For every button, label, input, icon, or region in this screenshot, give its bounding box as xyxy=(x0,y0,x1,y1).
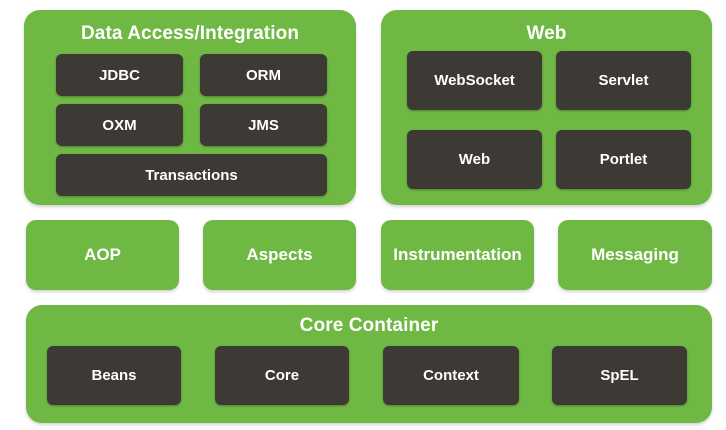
core-container-panel: Core Container Beans Core Context SpEL xyxy=(26,305,712,423)
web-module: Web xyxy=(407,130,542,189)
data-access-integration-panel: Data Access/Integration JDBC ORM OXM JMS… xyxy=(24,10,356,205)
jdbc-module: JDBC xyxy=(56,54,183,96)
web-title: Web xyxy=(526,23,567,44)
web-panel: Web WebSocket Servlet Web Portlet xyxy=(381,10,712,205)
context-module: Context xyxy=(383,346,519,405)
portlet-module: Portlet xyxy=(556,130,691,189)
core-container-title: Core Container xyxy=(299,315,439,336)
websocket-module: WebSocket xyxy=(407,51,542,110)
spel-module: SpEL xyxy=(552,346,687,405)
messaging-module: Messaging xyxy=(558,220,712,290)
oxm-module: OXM xyxy=(56,104,183,146)
core-module: Core xyxy=(215,346,349,405)
transactions-module: Transactions xyxy=(56,154,327,196)
orm-module: ORM xyxy=(200,54,327,96)
jms-module: JMS xyxy=(200,104,327,146)
aspects-module: Aspects xyxy=(203,220,356,290)
aop-module: AOP xyxy=(26,220,179,290)
servlet-module: Servlet xyxy=(556,51,691,110)
beans-module: Beans xyxy=(47,346,181,405)
instrumentation-module: Instrumentation xyxy=(381,220,534,290)
data-access-integration-title: Data Access/Integration xyxy=(80,23,300,44)
